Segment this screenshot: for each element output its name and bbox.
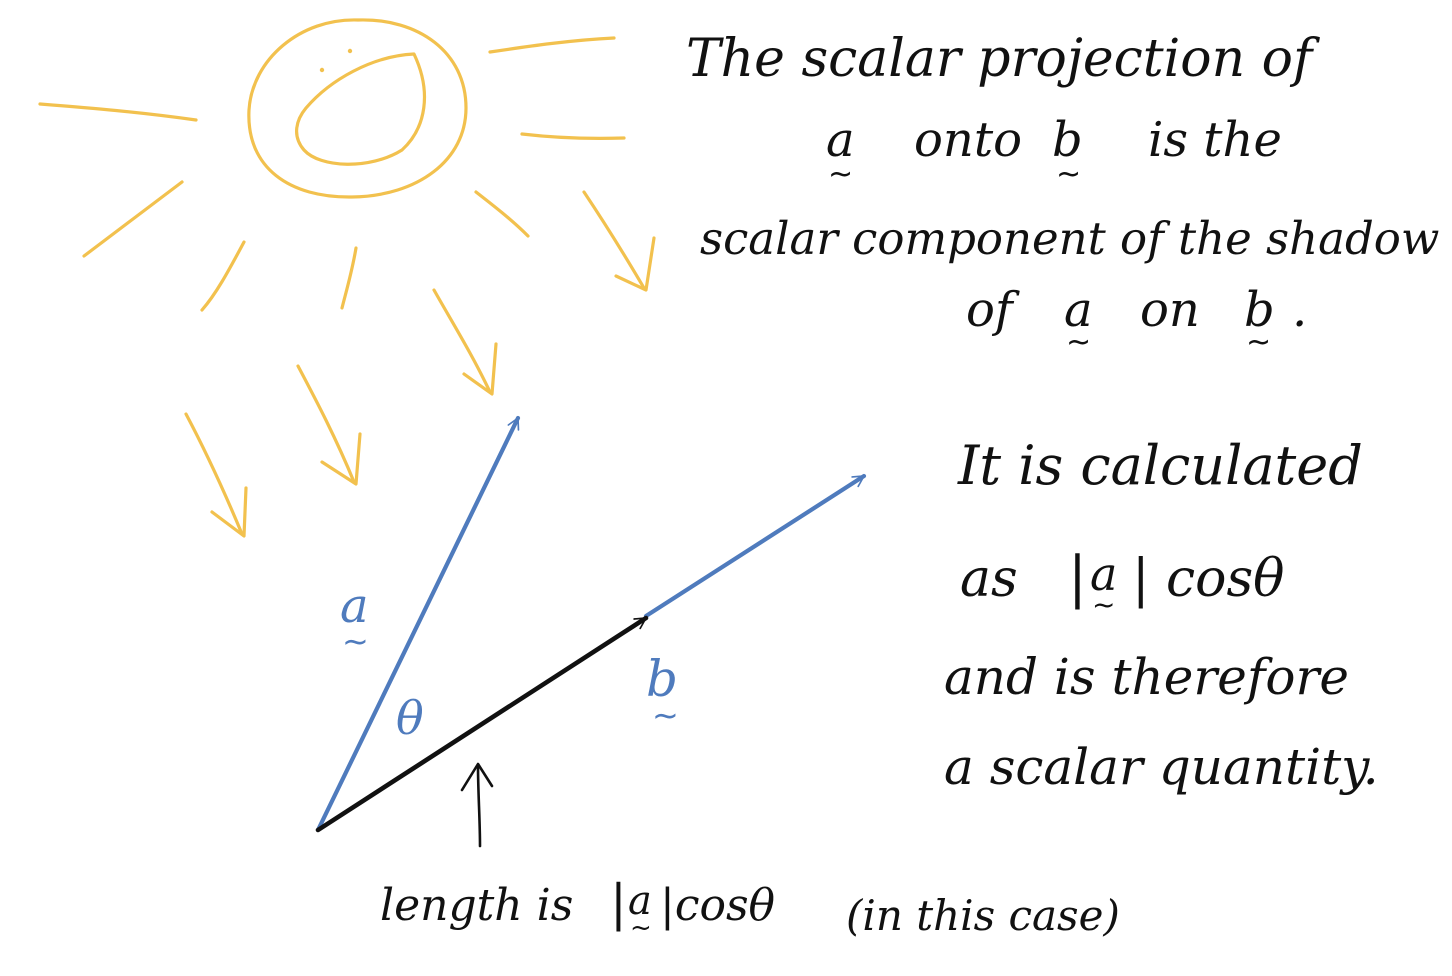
caption-block: length is | a ~ |cosθ (in this case) — [380, 874, 1120, 943]
calculation-line-4: a scalar quantity. — [944, 738, 1379, 796]
sun-left-eye — [319, 67, 325, 73]
calculation-line-3: and is therefore — [944, 648, 1349, 706]
explanation-line-4-b: b — [1244, 282, 1275, 338]
vector-b-arrow — [643, 473, 867, 619]
caption-length-prefix: length is — [380, 880, 573, 931]
caption-formula-close: |cosθ — [660, 880, 775, 931]
explanation-line-4-a: a — [1064, 282, 1093, 338]
sun-ray-lower-left — [82, 180, 184, 258]
explanation-block: The scalar projection of a ~ onto b ~ is… — [686, 29, 1439, 360]
caption-formula-a: a — [628, 878, 652, 924]
caption-note: (in this case) — [846, 891, 1120, 940]
calculation-formula-a-tilde: ~ — [1092, 588, 1115, 621]
calculation-line-2-as: as — [960, 549, 1018, 609]
caption-formula-open: | — [610, 874, 627, 932]
explanation-line-2-b-tilde: ~ — [1056, 157, 1081, 192]
explanation-line-3: scalar component of the shadow — [700, 212, 1439, 265]
sun-ray-arrow-far-right-head — [614, 236, 656, 292]
sun-ray-arrow-left — [184, 412, 244, 536]
sun-ray-top-right — [488, 36, 616, 54]
sun-ray-right-short — [474, 190, 530, 238]
projection-shadow-arrow — [315, 615, 649, 833]
sun-right-eye — [347, 48, 353, 54]
explanation-line-4-a-tilde: ~ — [1066, 325, 1091, 360]
vector-a-tilde: ~ — [342, 622, 369, 660]
explanation-line-4-of: of — [966, 282, 1020, 338]
caption-formula-a-tilde: ~ — [630, 913, 652, 943]
explanation-line-2-a-tilde: ~ — [828, 157, 853, 192]
sun-ray-arrow-far-right — [582, 190, 646, 290]
explanation-line-2-b: b — [1052, 112, 1083, 168]
calculation-block: It is calculated as | a ~ | cosθ and is … — [944, 434, 1379, 796]
sun-illustration — [38, 18, 656, 538]
explanation-line-2-rest: is the — [1148, 112, 1282, 168]
calculation-line-1: It is calculated — [957, 434, 1363, 497]
sun-ray-arrow-center-head — [320, 432, 362, 486]
calculation-formula-open: | — [1068, 545, 1087, 610]
explanation-line-2-a: a — [826, 112, 855, 168]
projection-pointer-arrow — [476, 764, 482, 848]
vector-a-arrow — [315, 415, 521, 833]
sun-mouth — [295, 52, 427, 166]
sun-ray-arrow-center — [296, 364, 356, 484]
vector-b-label: b — [646, 650, 678, 708]
explanation-line-4-dot: . — [1292, 282, 1307, 338]
sun-ray-arrow-right — [432, 288, 492, 394]
explanation-line-2-onto: onto — [914, 112, 1022, 168]
sun-face-circle — [247, 18, 468, 199]
vector-diagram: a ~ θ b ~ — [315, 415, 867, 848]
calculation-formula-close: | cosθ — [1132, 549, 1284, 609]
explanation-line-4-on: on — [1140, 282, 1200, 338]
sun-ray-center-short — [340, 246, 358, 310]
vector-b-tilde: ~ — [652, 696, 679, 734]
sun-ray-right — [520, 132, 626, 140]
sun-ray-arrow-left-head — [210, 486, 248, 538]
vector-a-label: a — [340, 578, 369, 634]
angle-theta-label: θ — [396, 691, 424, 745]
sun-ray-left-horizontal — [38, 102, 198, 122]
sun-ray-low-diagonal — [200, 240, 246, 312]
projection-pointer-arrow-head — [460, 762, 494, 792]
sun-ray-arrow-right-head — [462, 342, 498, 396]
explanation-line-1: The scalar projection of — [686, 29, 1320, 89]
calculation-formula-a: a — [1090, 547, 1117, 601]
explanation-line-4-b-tilde: ~ — [1246, 325, 1271, 360]
